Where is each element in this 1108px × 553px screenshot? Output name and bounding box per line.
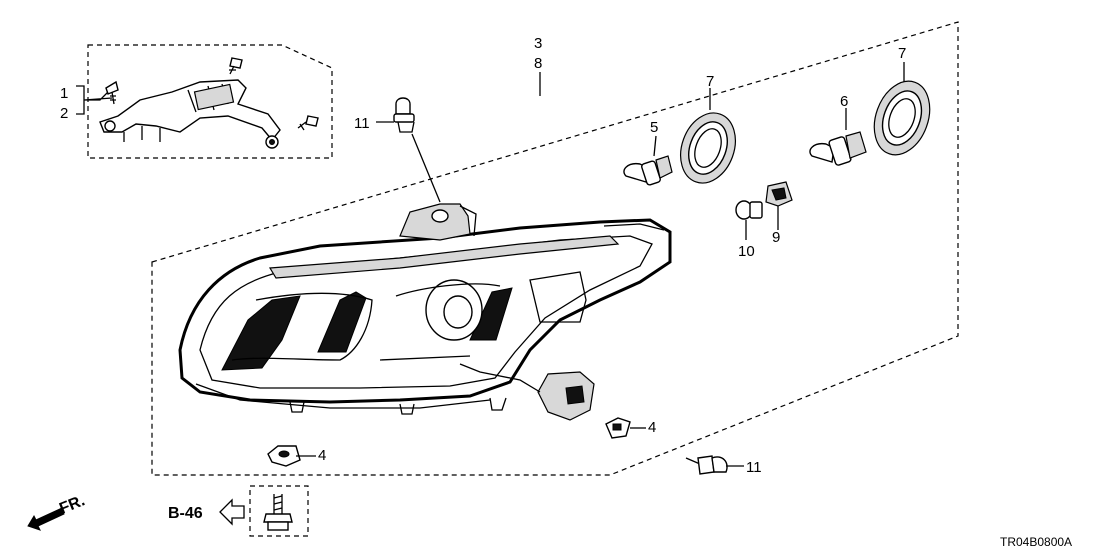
- leader-lines: [76, 62, 905, 467]
- callout-6: 6: [840, 93, 848, 110]
- callout-5: 5: [650, 119, 658, 136]
- hollow-arrow-icon: [219, 498, 245, 526]
- clip-nut-4-left: [267, 445, 301, 467]
- clip-nut-4-right: [605, 417, 631, 439]
- seal-7-left: [680, 112, 736, 184]
- bolt-11-bottom: [685, 455, 728, 475]
- callout-4-right: 4: [648, 419, 656, 436]
- bulb-5: [623, 155, 673, 186]
- bolt-b46: [263, 494, 293, 531]
- screw-2: [229, 57, 243, 75]
- bolt-11-top: [393, 97, 415, 133]
- callout-10: 10: [738, 243, 755, 260]
- callout-2: 2: [60, 105, 68, 122]
- callout-3: 3: [534, 35, 542, 52]
- callout-9: 9: [772, 229, 780, 246]
- callout-8: 8: [534, 55, 542, 72]
- reference-label: B-46: [168, 505, 203, 522]
- front-direction-label: FR.: [57, 492, 87, 517]
- front-direction-arrow-icon: [27, 507, 65, 531]
- seal-7-right: [873, 80, 931, 156]
- bolt-group-box: [249, 485, 309, 537]
- callout-4-left: 4: [318, 447, 326, 464]
- headlight-assembly-box: [151, 21, 959, 476]
- callout-7-left: 7: [706, 73, 714, 90]
- callout-11-top: 11: [354, 115, 370, 132]
- diagram-code: TR04B0800A: [1000, 535, 1072, 549]
- headlight-assembly: [178, 203, 672, 421]
- bulb-6: [809, 131, 867, 166]
- socket-9: [765, 181, 793, 207]
- callout-7-right: 7: [898, 45, 906, 62]
- callout-11-bottom: 11: [746, 459, 762, 476]
- mounting-bracket: [99, 79, 281, 149]
- screw-3: [297, 115, 319, 131]
- bulb-10: [735, 200, 763, 220]
- callout-1: 1: [60, 85, 68, 102]
